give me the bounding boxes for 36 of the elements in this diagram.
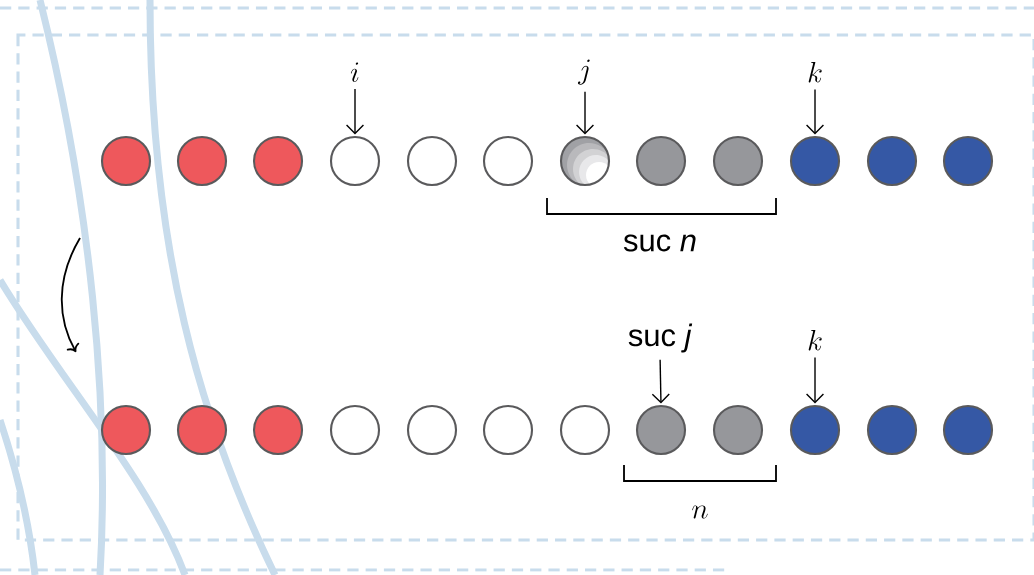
bracket-label: $n$ <box>692 505 708 519</box>
ball <box>866 135 918 187</box>
ball <box>942 135 994 187</box>
arrow <box>345 88 365 135</box>
pointer-label: $i$ <box>350 62 359 82</box>
ball <box>100 404 152 456</box>
pointer-label: $k$ <box>808 61 822 83</box>
arrow <box>651 359 670 404</box>
ball <box>406 404 458 456</box>
ball <box>329 135 381 187</box>
arrow <box>575 91 595 135</box>
ball <box>329 404 381 456</box>
arrow <box>805 356 825 404</box>
ball <box>866 404 918 456</box>
arrow <box>805 88 825 135</box>
pointer-label: $j$ <box>577 59 590 85</box>
pointer-label: $k$ <box>808 329 822 351</box>
ball <box>100 135 152 187</box>
ball <box>789 404 841 456</box>
ball <box>712 404 764 456</box>
ball <box>942 404 994 456</box>
ball <box>482 404 534 456</box>
ball <box>252 135 304 187</box>
ball <box>176 135 228 187</box>
ball <box>252 404 304 456</box>
ball <box>406 135 458 187</box>
pointer-label: suc j <box>628 323 693 353</box>
ball <box>559 135 611 187</box>
ball <box>176 404 228 456</box>
ball <box>635 404 687 456</box>
ball <box>789 135 841 187</box>
bracket-label: suc n <box>623 234 696 252</box>
ball <box>482 135 534 187</box>
ball <box>559 404 611 456</box>
ball <box>712 135 764 187</box>
ball <box>635 135 687 187</box>
